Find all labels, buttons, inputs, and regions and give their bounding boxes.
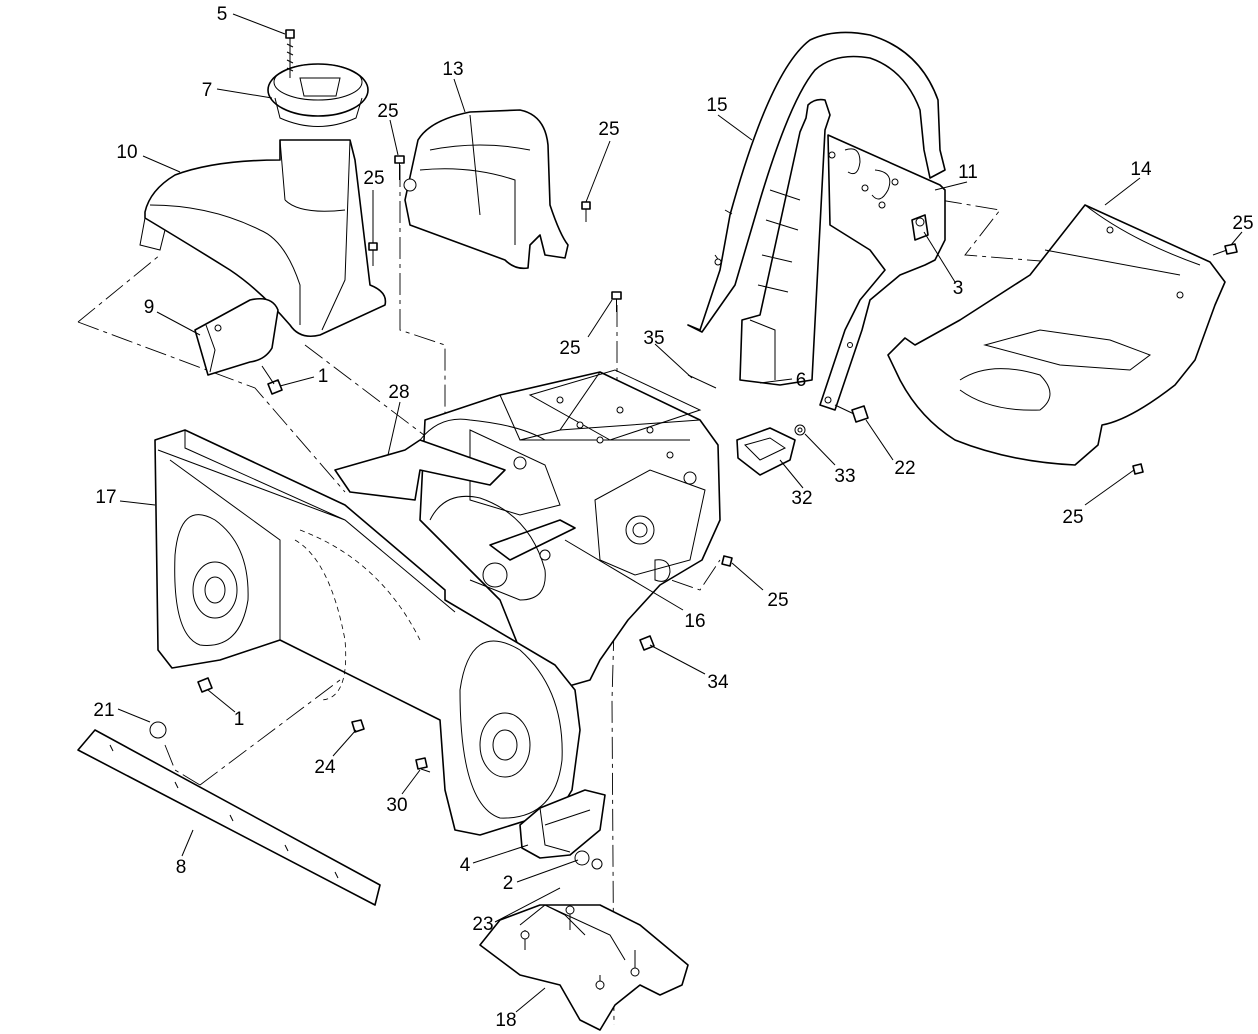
callout-28: 28 (388, 382, 409, 403)
callout-15: 15 (706, 95, 727, 116)
bolt-25-frame-top (611, 291, 622, 312)
handle (687, 31, 946, 333)
callout-1: 1 (318, 366, 329, 387)
callout-10: 10 (116, 142, 137, 163)
callout-25: 25 (559, 338, 580, 359)
leader-lines (117, 13, 1243, 1013)
callout-4: 4 (460, 855, 471, 876)
callout-18: 18 (495, 1010, 516, 1031)
screw-5 (285, 29, 295, 78)
callout-35: 35 (643, 328, 664, 349)
bracket-32 (736, 427, 796, 476)
callout-33: 33 (834, 466, 855, 487)
bolt-1-upper (261, 365, 283, 395)
nut-24 (351, 719, 365, 733)
callout-22: 22 (894, 458, 915, 479)
belt-cover (403, 109, 569, 270)
callout-3: 3 (953, 278, 964, 299)
callout-13: 13 (442, 59, 463, 80)
control-panel (819, 134, 946, 411)
bolt-34 (639, 635, 655, 651)
callout-23: 23 (472, 914, 493, 935)
chute-ring (267, 63, 369, 127)
auger-housing (154, 429, 581, 836)
callout-14: 14 (1130, 159, 1152, 180)
spring-35 (687, 374, 717, 389)
callout-21: 21 (93, 700, 114, 721)
callout-25: 25 (598, 119, 619, 140)
discharge-chute (139, 139, 387, 338)
callout-30: 30 (386, 795, 407, 816)
callout-9: 9 (144, 297, 155, 318)
callout-16: 16 (684, 611, 705, 632)
bolt-25-frame-side (721, 555, 733, 567)
bolt-1-lower (197, 677, 213, 693)
callout-11: 11 (958, 162, 978, 183)
assembly-line-21 (164, 744, 201, 786)
assembly-line-8 (199, 679, 341, 786)
callout-25: 25 (1062, 507, 1083, 528)
callout-25: 25 (767, 590, 788, 611)
bolt-25-cover-right (581, 201, 591, 222)
impeller-housing (429, 495, 551, 601)
bolt-25-chute (368, 242, 378, 266)
skid-shoe (519, 789, 606, 859)
assembly-line-10 (77, 254, 346, 493)
callout-2: 2 (503, 873, 514, 894)
callout-24: 24 (314, 757, 336, 778)
callout-8: 8 (176, 857, 187, 878)
callout-17: 17 (95, 487, 116, 508)
callout-1: 1 (234, 709, 245, 730)
assembly-line-13 (399, 165, 446, 420)
callout-34: 34 (707, 672, 729, 693)
shift-rod (739, 98, 831, 386)
callout-25: 25 (1232, 213, 1253, 234)
bolt-30 (415, 757, 431, 773)
base-plate (479, 904, 689, 1031)
footrest-shield (887, 204, 1226, 466)
callout-5: 5 (217, 4, 228, 25)
carriage-bolt-21 (149, 721, 167, 739)
bolt-25-right (1212, 243, 1238, 256)
bolt-22 (834, 404, 869, 423)
callout-25: 25 (363, 168, 384, 189)
callout-7: 7 (202, 80, 213, 101)
nut-33 (794, 424, 806, 436)
callout-32: 32 (791, 488, 812, 509)
latch-3 (911, 214, 929, 241)
bolt-25-cover-left (394, 155, 405, 180)
callout-6: 6 (796, 370, 807, 391)
bolt-25-lower-right (1132, 463, 1144, 475)
chute-deflector (194, 297, 279, 376)
scraper-bar (77, 729, 381, 906)
callout-25: 25 (377, 101, 398, 122)
callout-labels: 5 7 10 9 1 13 25 25 25 15 11 3 14 25 25 … (93, 4, 1253, 1031)
washer-2 (574, 850, 603, 870)
